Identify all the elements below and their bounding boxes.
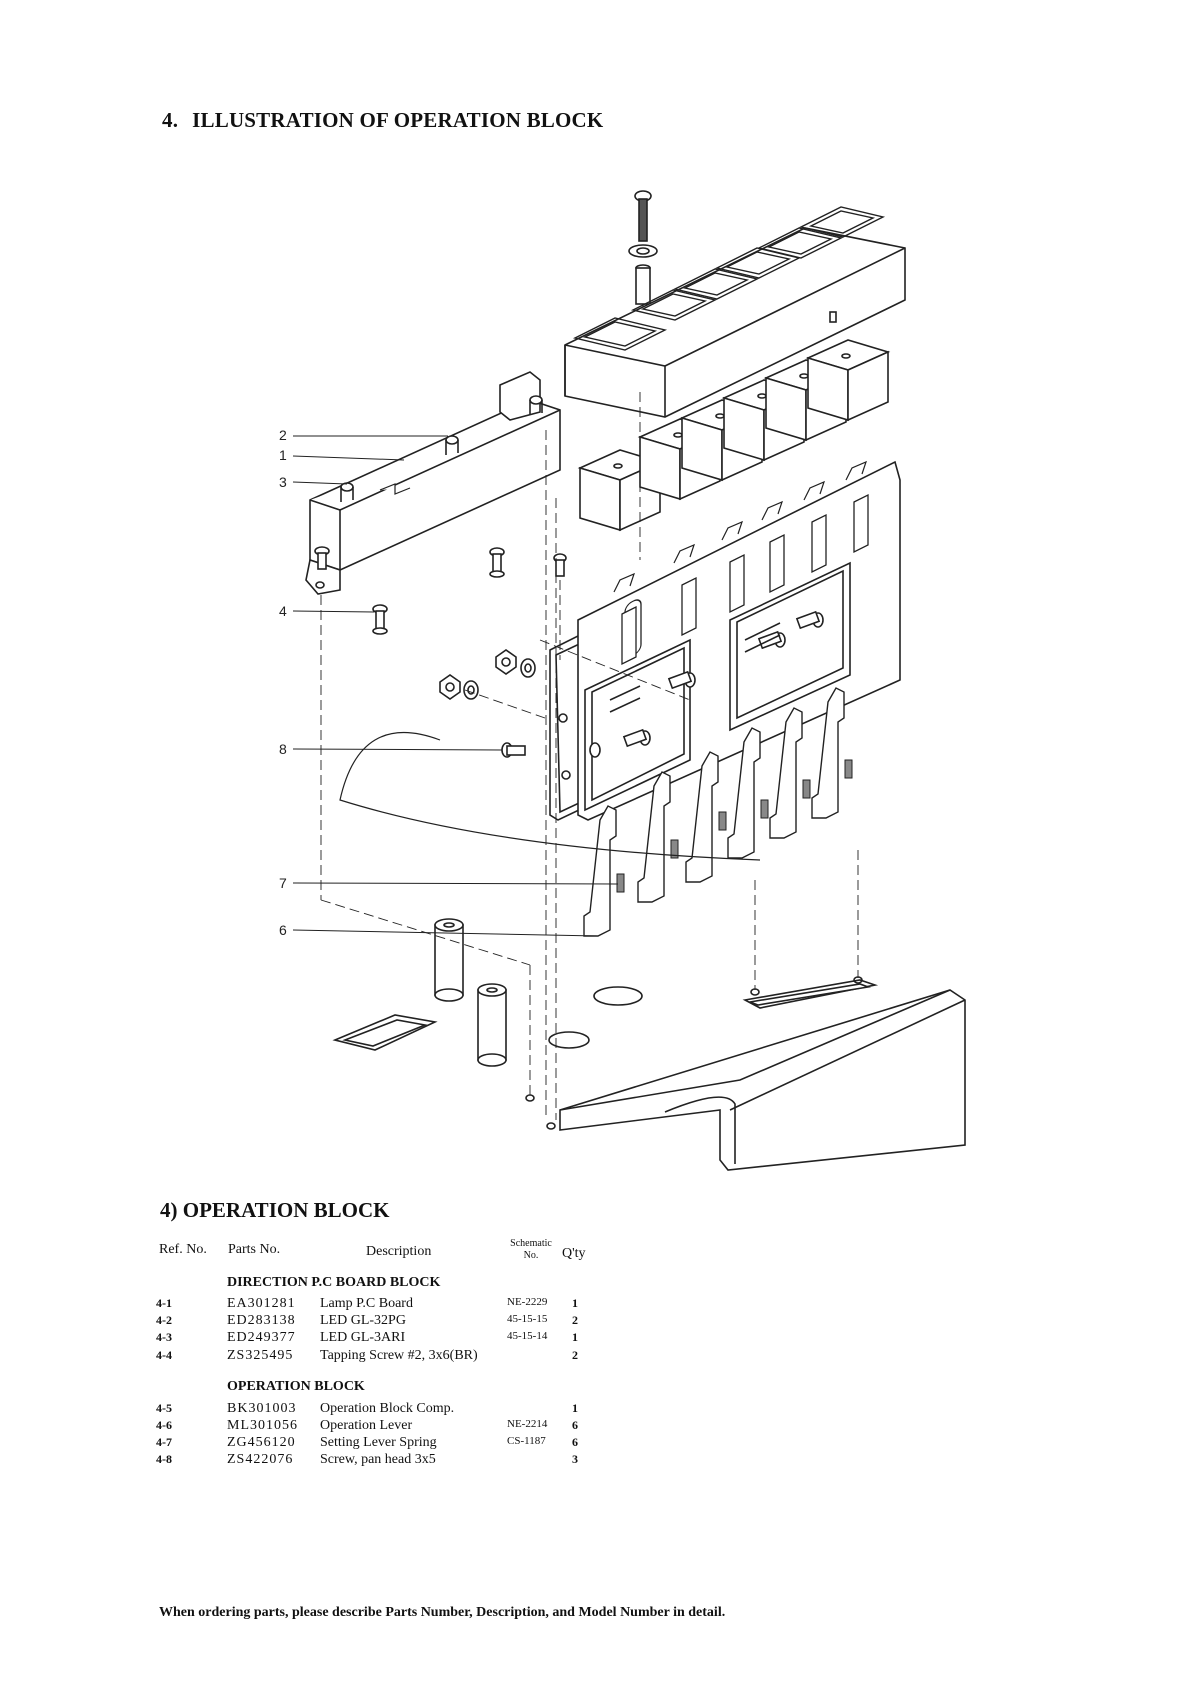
cell-qty: 1 <box>572 1330 578 1344</box>
cell-part: EA301281 <box>227 1296 296 1311</box>
cell-part: ED249377 <box>227 1330 296 1345</box>
base-holes <box>525 976 863 1130</box>
callout-6: 6 <box>279 922 287 938</box>
pan-head-screw <box>501 742 526 758</box>
callout-4: 4 <box>279 603 287 619</box>
lever-frame-plate <box>577 460 901 821</box>
parts-list-title: 4) OPERATION BLOCK <box>160 1198 390 1222</box>
callout-8: 8 <box>279 741 287 757</box>
header-schematic: Schematic No. <box>503 1238 559 1262</box>
rubber-gasket <box>332 1014 438 1051</box>
cell-part: BK301003 <box>227 1401 297 1416</box>
cell-desc: Operation Lever <box>320 1418 413 1433</box>
cell-qty: 1 <box>572 1296 578 1310</box>
callout-1: 1 <box>279 447 287 463</box>
cell-schematic: NE-2214 <box>507 1418 548 1430</box>
callout-2: 2 <box>279 427 287 443</box>
cell-desc: Setting Lever Spring <box>320 1435 437 1450</box>
spacer-cylinders <box>434 918 507 1067</box>
header-schematic-line1: Schematic <box>510 1238 552 1249</box>
cell-part: ZS422076 <box>227 1452 294 1467</box>
cell-desc: LED GL-3ARI <box>320 1330 406 1345</box>
header-parts-no: Parts No. <box>228 1242 281 1257</box>
ordering-note: When ordering parts, please describe Par… <box>159 1605 726 1620</box>
callout-7: 7 <box>279 875 287 891</box>
cell-part: ED283138 <box>227 1313 296 1328</box>
cell-desc: Tapping Screw #2, 3x6(BR) <box>320 1348 478 1363</box>
cell-qty: 6 <box>572 1418 578 1432</box>
cell-ref: 4-4 <box>156 1348 172 1362</box>
cell-desc: Screw, pan head 3x5 <box>320 1452 436 1467</box>
cell-ref: 4-2 <box>156 1313 172 1327</box>
header-description: Description <box>366 1244 432 1259</box>
callout-3: 3 <box>279 474 287 490</box>
cell-ref: 4-6 <box>156 1418 172 1432</box>
cell-ref: 4-1 <box>156 1296 172 1310</box>
cell-desc: LED GL-32PG <box>320 1313 406 1328</box>
group-title: OPERATION BLOCK <box>227 1379 365 1394</box>
cell-qty: 1 <box>572 1401 578 1415</box>
header-schematic-line2: No. <box>523 1250 539 1261</box>
section-number: 4. <box>162 108 179 132</box>
cell-qty: 3 <box>572 1452 578 1466</box>
cell-part: ZS325495 <box>227 1348 294 1363</box>
base-tray <box>339 731 966 1171</box>
header-ref-no: Ref. No. <box>159 1242 207 1257</box>
cell-schematic: CS-1187 <box>507 1435 546 1447</box>
page-title: 4. ILLUSTRATION OF OPERATION BLOCK <box>162 108 603 133</box>
cell-part: ZG456120 <box>227 1435 296 1450</box>
assembly-lines <box>320 392 859 1120</box>
callout-leaders <box>292 435 619 937</box>
top-screw-assembly <box>628 190 658 330</box>
cell-qty: 6 <box>572 1435 578 1449</box>
cell-ref: 4-7 <box>156 1435 172 1449</box>
nuts-washers <box>439 649 536 700</box>
cell-schematic: 45-15-14 <box>507 1330 548 1342</box>
section-title: ILLUSTRATION OF OPERATION BLOCK <box>192 108 604 132</box>
operation-levers <box>583 687 853 937</box>
group-title: DIRECTION P.C BOARD BLOCK <box>227 1275 441 1290</box>
header-qty: Q'ty <box>562 1246 586 1261</box>
tapping-screws <box>314 546 567 635</box>
cell-desc: Operation Block Comp. <box>320 1401 455 1416</box>
key-frame <box>564 206 906 418</box>
cell-qty: 2 <box>572 1348 578 1362</box>
cell-ref: 4-3 <box>156 1330 172 1344</box>
cell-ref: 4-8 <box>156 1452 172 1466</box>
cell-schematic: 45-15-15 <box>507 1313 548 1325</box>
cell-part: ML301056 <box>227 1418 298 1433</box>
cell-qty: 2 <box>572 1313 578 1327</box>
cell-ref: 4-5 <box>156 1401 172 1415</box>
cell-desc: Lamp P.C Board <box>320 1296 413 1311</box>
direction-pcb-bracket <box>305 371 561 595</box>
key-caps <box>577 339 891 532</box>
cell-schematic: NE-2229 <box>507 1296 548 1308</box>
